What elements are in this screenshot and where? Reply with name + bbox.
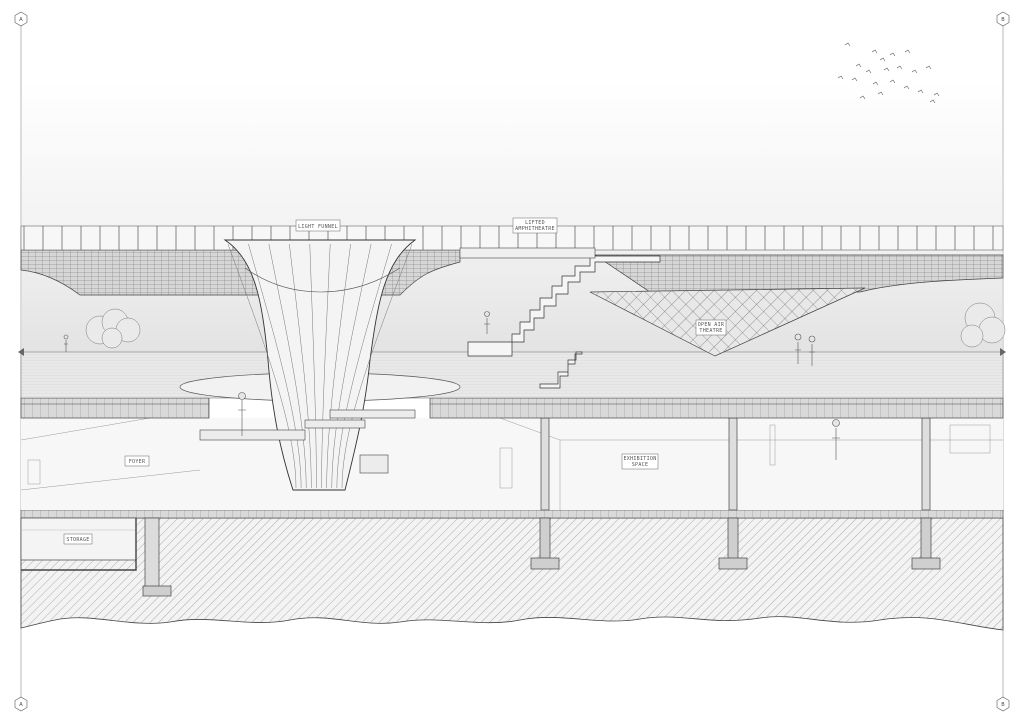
marker-bottom-right-text: B [1001, 702, 1005, 708]
label-lifted-text-1: LIFTED [525, 220, 545, 226]
funnel-rib [268, 243, 307, 489]
marker-top-right: B [996, 11, 1010, 27]
label-lifted-text-2: AMPHITHEATRE [515, 226, 555, 232]
light-funnel-ribs [227, 243, 413, 489]
funnel-rib [289, 243, 312, 489]
lifted-amphitheatre [467, 255, 661, 389]
marker-bottom-right: B [996, 696, 1010, 712]
plaza-surface [20, 351, 1004, 399]
label-light-funnel-text: LIGHT FUNNEL [298, 224, 338, 230]
label-open-air-text-2: THEATRE [699, 328, 722, 334]
section-arrow-left [18, 348, 24, 356]
label-exhibition-text-1: EXHIBITION [623, 456, 656, 462]
tree-right [960, 302, 1006, 348]
label-exhibition: EXHIBITION SPACE [621, 453, 659, 470]
light-funnel [223, 239, 417, 491]
sky [22, 80, 1002, 360]
marker-top-left-text: A [19, 17, 23, 23]
plaza-slab [20, 397, 1004, 419]
roof-fascia [20, 225, 1004, 251]
earth-section [20, 517, 1004, 631]
funnel-rib [321, 243, 331, 489]
section-arrow-right [1000, 348, 1006, 356]
marker-bottom-left: A [14, 696, 28, 712]
funnel-rib [248, 243, 302, 489]
funnel-rib [341, 243, 413, 489]
label-exhibition-text-2: SPACE [632, 462, 649, 468]
funnel-curve [244, 267, 401, 293]
marker-top-left: A [14, 11, 28, 27]
marker-top-right-text: B [1001, 17, 1005, 23]
amphitheatre-funnel [589, 287, 866, 357]
funnel-platforms [199, 409, 416, 474]
birds-illustration [837, 42, 940, 104]
roof-canopy-right [593, 254, 1004, 293]
amphitheatre-deck [459, 247, 596, 259]
funnel-rib [309, 243, 317, 489]
column-footings [530, 517, 941, 570]
tree-left [85, 308, 141, 349]
label-foyer-text: FOYER [129, 459, 146, 465]
funnel-rib [326, 243, 351, 489]
label-foyer: FOYER [124, 455, 150, 467]
label-open-air-text-1: OPEN AIR [698, 322, 725, 328]
label-storage: STORAGE [63, 533, 93, 545]
funnel-rib [227, 243, 297, 489]
people-silhouettes [63, 311, 840, 460]
roof-ribs [23, 226, 994, 250]
funnel-rib [336, 243, 392, 489]
basement-slab [20, 509, 1004, 519]
funnel-rib [331, 243, 372, 489]
label-storage-text: STORAGE [66, 537, 89, 543]
marker-bottom-left-text: A [19, 702, 23, 708]
label-light-funnel: LIGHT FUNNEL [295, 219, 341, 232]
label-open-air: OPEN AIR THEATRE [695, 319, 727, 336]
label-lifted-amphitheatre: LIFTED AMPHITHEATRE [512, 217, 558, 234]
